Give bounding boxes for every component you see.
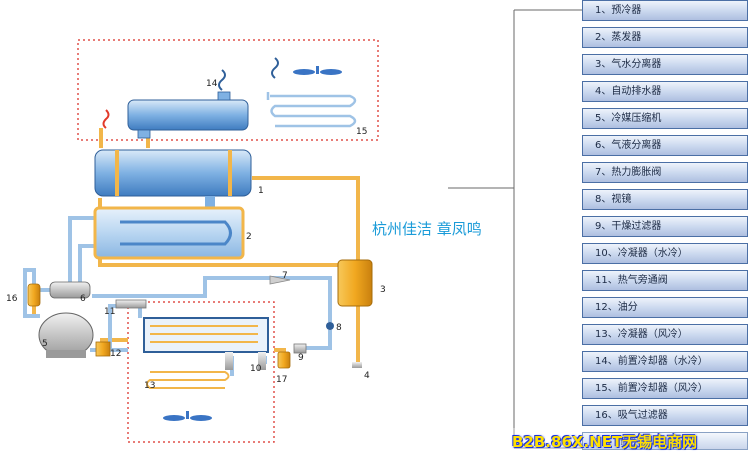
- legend-item-1: 1、预冷器: [582, 0, 748, 21]
- label-6: 6: [80, 294, 86, 304]
- legend-item-15: 15、前置冷却器（风冷）: [582, 378, 748, 399]
- label-9: 9: [298, 353, 304, 363]
- legend-item-8: 8、视镜: [582, 189, 748, 210]
- liquid-receiver: [277, 351, 291, 369]
- legend-item-3: 3、气水分离器: [582, 54, 748, 75]
- drier-filter: [293, 343, 307, 354]
- site-watermark: B2B.86X.NET无锡电商网: [512, 428, 748, 456]
- sight-glass: [326, 322, 334, 330]
- legend-item-9: 9、干燥过滤器: [582, 216, 748, 237]
- label-16: 16: [6, 294, 18, 304]
- label-3: 3: [380, 285, 386, 295]
- label-4: 4: [364, 371, 370, 381]
- label-7: 7: [282, 271, 288, 281]
- legend-item-14: 14、前置冷却器（水冷）: [582, 351, 748, 372]
- label-1: 1: [258, 186, 264, 196]
- label-13: 13: [144, 381, 155, 391]
- precooler: [94, 149, 252, 208]
- label-10: 10: [250, 364, 262, 374]
- label-12: 12: [110, 349, 121, 359]
- legend-item-10: 10、冷凝器（水冷）: [582, 243, 748, 264]
- condenser-frame: [127, 301, 275, 443]
- legend-item-17: 17、储液器: [582, 432, 748, 450]
- label-17: 17: [276, 375, 287, 385]
- precooler-frame: [77, 39, 379, 141]
- legend-item-6: 6、气液分离器: [582, 135, 748, 156]
- legend-item-16: 16、吸气过滤器: [582, 405, 748, 426]
- refrigerant-pipes: [23, 216, 332, 376]
- label-8: 8: [336, 323, 342, 333]
- legend-item-7: 7、热力膨胀阀: [582, 162, 748, 183]
- legend-item-4: 4、自动排水器: [582, 81, 748, 102]
- water-condenser: [143, 317, 269, 370]
- expansion-valve: [269, 275, 291, 285]
- label-14: 14: [206, 79, 218, 89]
- legend-bracket: [448, 9, 582, 449]
- oil-separator: [95, 341, 111, 357]
- legend-item-11: 11、热气旁通阀: [582, 270, 748, 291]
- evaporator: [93, 206, 245, 260]
- fan-icon: [293, 66, 342, 75]
- condenser-fan-icon: [163, 411, 212, 421]
- label-11: 11: [104, 307, 115, 317]
- label-2: 2: [246, 232, 252, 242]
- air-condenser-coil: [146, 371, 230, 389]
- label-5: 5: [42, 339, 48, 349]
- water-precooler: [102, 69, 249, 139]
- suction-filter: [27, 283, 41, 307]
- legend-item-2: 2、蒸发器: [582, 27, 748, 48]
- hot-gas-bypass-valve: [115, 299, 147, 309]
- gas-liquid-separator: [49, 281, 91, 299]
- diagram-watermark: 杭州佳洁 章凤鸣: [372, 220, 482, 238]
- compressor: [38, 312, 94, 358]
- label-15: 15: [356, 127, 367, 137]
- legend-item-12: 12、油分: [582, 297, 748, 318]
- legend-item-13: 13、冷凝器（风冷）: [582, 324, 748, 345]
- legend-item-5: 5、冷媒压缩机: [582, 108, 748, 129]
- air-water-separator: [337, 259, 373, 368]
- air-precooler-coil: [266, 57, 357, 128]
